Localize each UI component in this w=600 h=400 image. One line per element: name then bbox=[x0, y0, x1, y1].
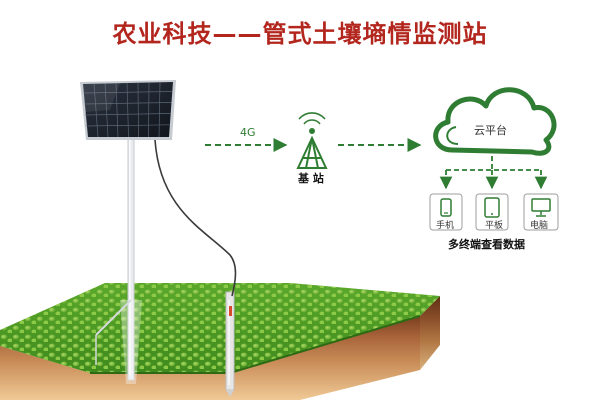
solar-panel bbox=[80, 80, 176, 140]
label-cloud-platform: 云平台 bbox=[474, 124, 507, 137]
monitor-icon bbox=[531, 198, 551, 217]
label-tablet: 平板 bbox=[485, 221, 504, 231]
cable bbox=[154, 139, 237, 297]
device-phone bbox=[429, 193, 463, 231]
smartphone-icon bbox=[440, 198, 452, 217]
device-connectors bbox=[439, 156, 548, 190]
radio-tower-icon bbox=[296, 112, 328, 169]
label-computer: 电脑 bbox=[530, 221, 549, 231]
field-block bbox=[0, 283, 440, 400]
label-phone: 手机 bbox=[436, 221, 455, 231]
cloud-icon bbox=[433, 87, 557, 156]
crop-rows bbox=[0, 283, 440, 373]
label-base-station: 基 站 bbox=[298, 172, 324, 185]
label-4g: 4G bbox=[240, 126, 256, 139]
page-title: 农业科技——管式土壤墒情监测站 bbox=[112, 20, 488, 48]
device-tablet bbox=[475, 193, 509, 231]
soil-side bbox=[420, 296, 440, 370]
soil-probe bbox=[225, 291, 235, 397]
soil-front bbox=[0, 316, 420, 400]
tablet-icon bbox=[484, 197, 500, 218]
solar-pole bbox=[95, 134, 142, 384]
device-computer bbox=[523, 193, 559, 231]
label-multi-terminal: 多终端查看数据 bbox=[448, 238, 525, 251]
